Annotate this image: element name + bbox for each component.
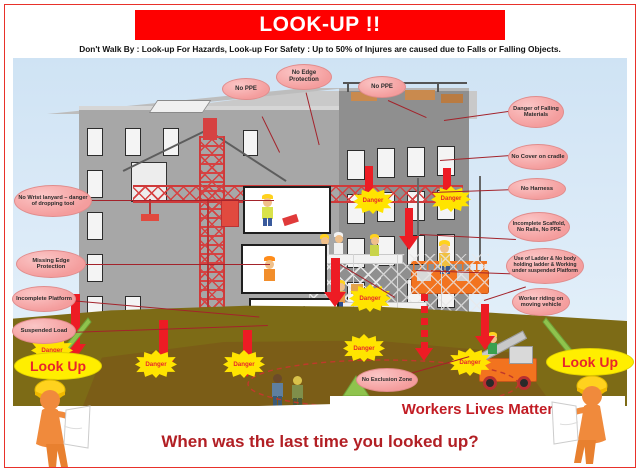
workers-lives-matter-text: Workers Lives Matter xyxy=(401,400,554,418)
worker-hi-vis-vest xyxy=(262,207,273,219)
crane-hook-block xyxy=(141,214,159,221)
hard-hat-icon xyxy=(334,232,343,237)
callout-incomplete-platform[interactable]: Incomplete Platform xyxy=(12,286,76,312)
window xyxy=(87,170,103,198)
callout-no-cover-on-cradle[interactable]: No Cover on cradle xyxy=(508,144,568,170)
hard-hat-icon xyxy=(262,194,273,199)
pedestrian-leg xyxy=(278,396,282,406)
callout-no-exclusion-zone[interactable]: No Exclusion Zone xyxy=(356,368,418,392)
page-title: LOOK-UP !! xyxy=(259,13,381,36)
window xyxy=(87,128,103,156)
window xyxy=(243,130,258,156)
hard-hat-icon xyxy=(264,256,275,261)
telehandler-wheel-front xyxy=(483,376,497,390)
hard-hat-icon xyxy=(439,240,450,246)
crane-hoist-line xyxy=(149,199,151,217)
roof-material-stack-3 xyxy=(441,94,463,103)
worker-torso xyxy=(264,269,275,281)
window xyxy=(87,212,103,240)
poster-title-banner: LOOK-UP !! xyxy=(135,10,505,40)
window xyxy=(163,128,179,156)
worker-head xyxy=(371,237,379,245)
roof-guardrail-post-1 xyxy=(347,82,349,92)
pedestrian-head xyxy=(293,376,302,385)
missing-exclusion-zone-outline xyxy=(247,359,519,406)
lookup-banner-right[interactable]: Look Up xyxy=(546,348,634,376)
callout-no-wrist-lanyard[interactable]: No Wrist lanyard – danger of dropping to… xyxy=(14,185,92,217)
foreground-worker-left xyxy=(20,374,94,473)
worker-head xyxy=(321,237,329,245)
callout-danger-falling-materials[interactable]: Danger of Falling Materials xyxy=(508,96,564,128)
leader-line-wrist-lanyard xyxy=(74,200,274,202)
window xyxy=(347,150,365,180)
roof-material-stack-2 xyxy=(405,90,435,100)
hard-hat-icon xyxy=(488,332,497,337)
pedestrian-leg xyxy=(298,398,302,406)
worker-head xyxy=(337,283,345,291)
worker-leg xyxy=(268,218,272,226)
pedestrian-head xyxy=(273,374,282,383)
roof-guardrail-line xyxy=(343,82,467,84)
pedestrian-torso xyxy=(292,385,303,399)
window xyxy=(125,128,141,156)
callout-no-ppe-right[interactable]: No PPE xyxy=(358,76,406,98)
scaffold-material-box xyxy=(351,284,363,294)
crane-apex xyxy=(203,118,217,140)
inset-photo-edge-protection xyxy=(241,244,327,294)
callout-ladder-use[interactable]: Use of Ladder & No body holding ladder &… xyxy=(506,248,584,284)
worker-head xyxy=(263,198,272,207)
telehandler-cab xyxy=(509,346,533,364)
closing-question: When was the last time you looked up? xyxy=(0,432,640,452)
worker-torso xyxy=(370,245,379,256)
crane-operator-cab xyxy=(221,199,239,227)
hard-hat-icon xyxy=(320,234,329,239)
inset-photo-wrist-lanyard xyxy=(243,186,331,234)
foreground-worker-right xyxy=(548,370,622,469)
closing-question-text: When was the last time you looked up? xyxy=(161,432,479,451)
callout-suspended-load[interactable]: Suspended Load xyxy=(12,318,76,344)
hard-hat-icon xyxy=(370,234,379,239)
window xyxy=(87,254,103,282)
worker-head xyxy=(440,244,449,253)
worker-head xyxy=(335,235,343,243)
callout-no-harness[interactable]: No Harness xyxy=(508,178,566,200)
cradle-suspension-rope-right xyxy=(479,176,481,264)
poster-subtitle: Don't Walk By : Look-up For Hazards, Loo… xyxy=(79,44,561,54)
leader-line-missing-edge xyxy=(74,264,270,266)
callout-missing-edge-protection[interactable]: Missing Edge Protection xyxy=(16,250,86,278)
cradle-suspension-rope-left xyxy=(417,178,419,264)
pedestrian-leg xyxy=(273,396,277,406)
suspended-load-line xyxy=(207,199,209,349)
hard-hat-icon xyxy=(336,280,345,285)
callout-worker-riding-vehicle[interactable]: Worker riding on moving vehicle xyxy=(512,288,570,316)
worker-leg xyxy=(263,218,267,226)
roof-material-stack-1 xyxy=(351,92,377,101)
window xyxy=(377,148,395,178)
workers-lives-matter-banner: Workers Lives Matter xyxy=(330,396,625,422)
building-roof-edge xyxy=(79,106,469,112)
worker-torso xyxy=(334,243,343,254)
callout-no-ppe-left[interactable]: No PPE xyxy=(222,78,270,100)
lookup-banner-left[interactable]: Look Up xyxy=(14,352,102,380)
footer-white-strip xyxy=(5,424,635,467)
roof-guardrail-post-3 xyxy=(437,82,439,92)
construction-site-illustration: Danger Danger Danger Danger Danger Dange… xyxy=(13,58,627,406)
callout-no-edge-protection[interactable]: No Edge Protection xyxy=(276,64,332,90)
roof-panel-stack xyxy=(148,100,212,113)
window xyxy=(407,147,425,177)
pedestrian-torso xyxy=(272,383,283,397)
dropped-tool-icon xyxy=(282,213,299,227)
callout-incomplete-scaffold[interactable]: Incomplete Scaffold, No Rails, No PPE xyxy=(508,212,570,242)
